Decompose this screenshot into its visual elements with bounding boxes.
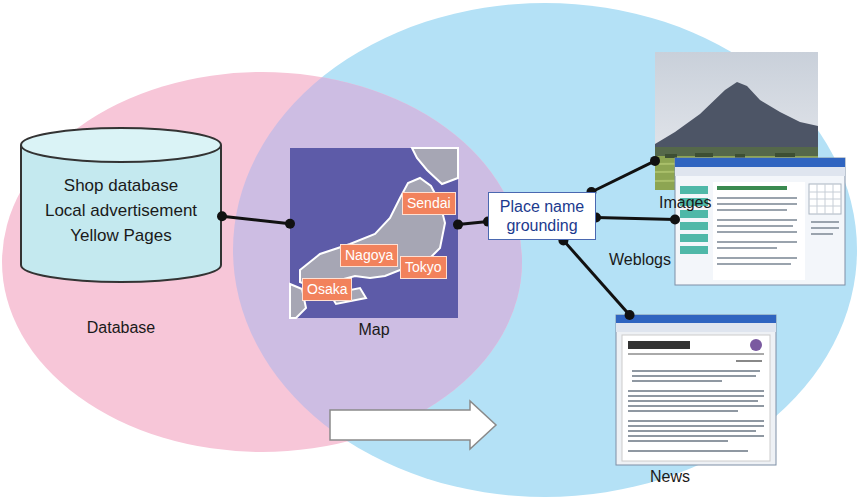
weblog-screenshot-part (675, 158, 845, 285)
database-cylinder-part (21, 128, 221, 162)
news-screenshot (616, 315, 776, 465)
connector-line (222, 216, 290, 224)
caption-label: Database (87, 318, 156, 337)
weblog-screenshot-part (713, 182, 805, 280)
news-screenshot-part (750, 339, 762, 351)
connector-dot (453, 220, 463, 230)
connector-line (591, 161, 655, 192)
city-name: Sendai (407, 195, 451, 212)
source-picture: Images (655, 52, 818, 190)
caption-label: News (650, 467, 690, 486)
weblog-screenshot-part (680, 246, 708, 254)
connector (591, 213, 680, 225)
connector (586, 156, 660, 197)
city-name: Osaka (307, 281, 347, 298)
connector-dot (670, 214, 680, 224)
city-label-box: Osaka (302, 278, 352, 301)
connector (558, 235, 634, 320)
connector-line (596, 218, 675, 220)
connector-dot (625, 310, 635, 320)
city-label-box: Tokyo (400, 256, 447, 279)
connector (217, 211, 295, 229)
weblog-screenshot-part (809, 184, 841, 214)
caption-label: Map (358, 320, 389, 339)
overlap-region (2, 72, 522, 452)
city-label-box: Nagoya (340, 244, 398, 267)
source-picture: News (616, 315, 776, 465)
direction-arrow (330, 401, 496, 449)
news-screenshot-part (628, 371, 764, 451)
news-screenshot-part (622, 335, 770, 461)
weblog-screenshot-part (680, 234, 708, 242)
text-block: Shop databaseLocal advertisementYellow P… (20, 173, 222, 248)
connector (453, 217, 493, 230)
weblog-screenshot-part (675, 158, 845, 167)
weblog-screenshot-part (811, 222, 839, 234)
map-image: MapSendaiNagoyaOsakaTokyo (290, 148, 458, 318)
node-text: Place name grounding (495, 197, 589, 235)
database-region (2, 72, 522, 452)
weblog-screenshot-part (809, 184, 841, 214)
caption-label: Images (659, 193, 711, 212)
city-label-box: Sendai (402, 192, 456, 215)
weblog-screenshot (675, 158, 845, 285)
weblog-screenshot-part (680, 222, 708, 230)
node-text: Yellow Pages (20, 223, 222, 248)
weblog-screenshot-part (680, 210, 708, 218)
landscape-photo-part (665, 155, 795, 156)
database-cylinder: Shop databaseLocal advertisementYellow P… (20, 128, 222, 282)
process-box: Place name grounding (488, 192, 596, 240)
connector-dot (650, 156, 660, 166)
node-text: Shop database (20, 173, 222, 198)
caption-label: Weblogs (609, 250, 671, 269)
news-screenshot-part (616, 315, 776, 323)
city-name: Nagoya (345, 247, 393, 264)
weblog-screenshot-part (680, 186, 708, 194)
node-text: Local advertisement (20, 198, 222, 223)
weblog-screenshot-part (675, 167, 845, 176)
japan-map (290, 148, 458, 318)
weblog-screenshot-part (717, 198, 797, 264)
connector-dot (217, 211, 227, 221)
landscape-photo-part (655, 82, 818, 152)
weblog-screenshot-part (717, 186, 787, 190)
source-picture: Weblogs (675, 158, 845, 285)
news-screenshot-part (736, 360, 762, 362)
news-screenshot-part (616, 323, 776, 332)
news-screenshot-part (628, 354, 764, 355)
news-screenshot-part (616, 315, 776, 465)
city-name: Tokyo (405, 259, 442, 276)
connector-dot (285, 219, 295, 229)
database-cylinder-part (21, 145, 221, 282)
database-cylinder (21, 128, 221, 282)
news-screenshot-part (628, 341, 690, 349)
japan-map-part (290, 148, 458, 318)
